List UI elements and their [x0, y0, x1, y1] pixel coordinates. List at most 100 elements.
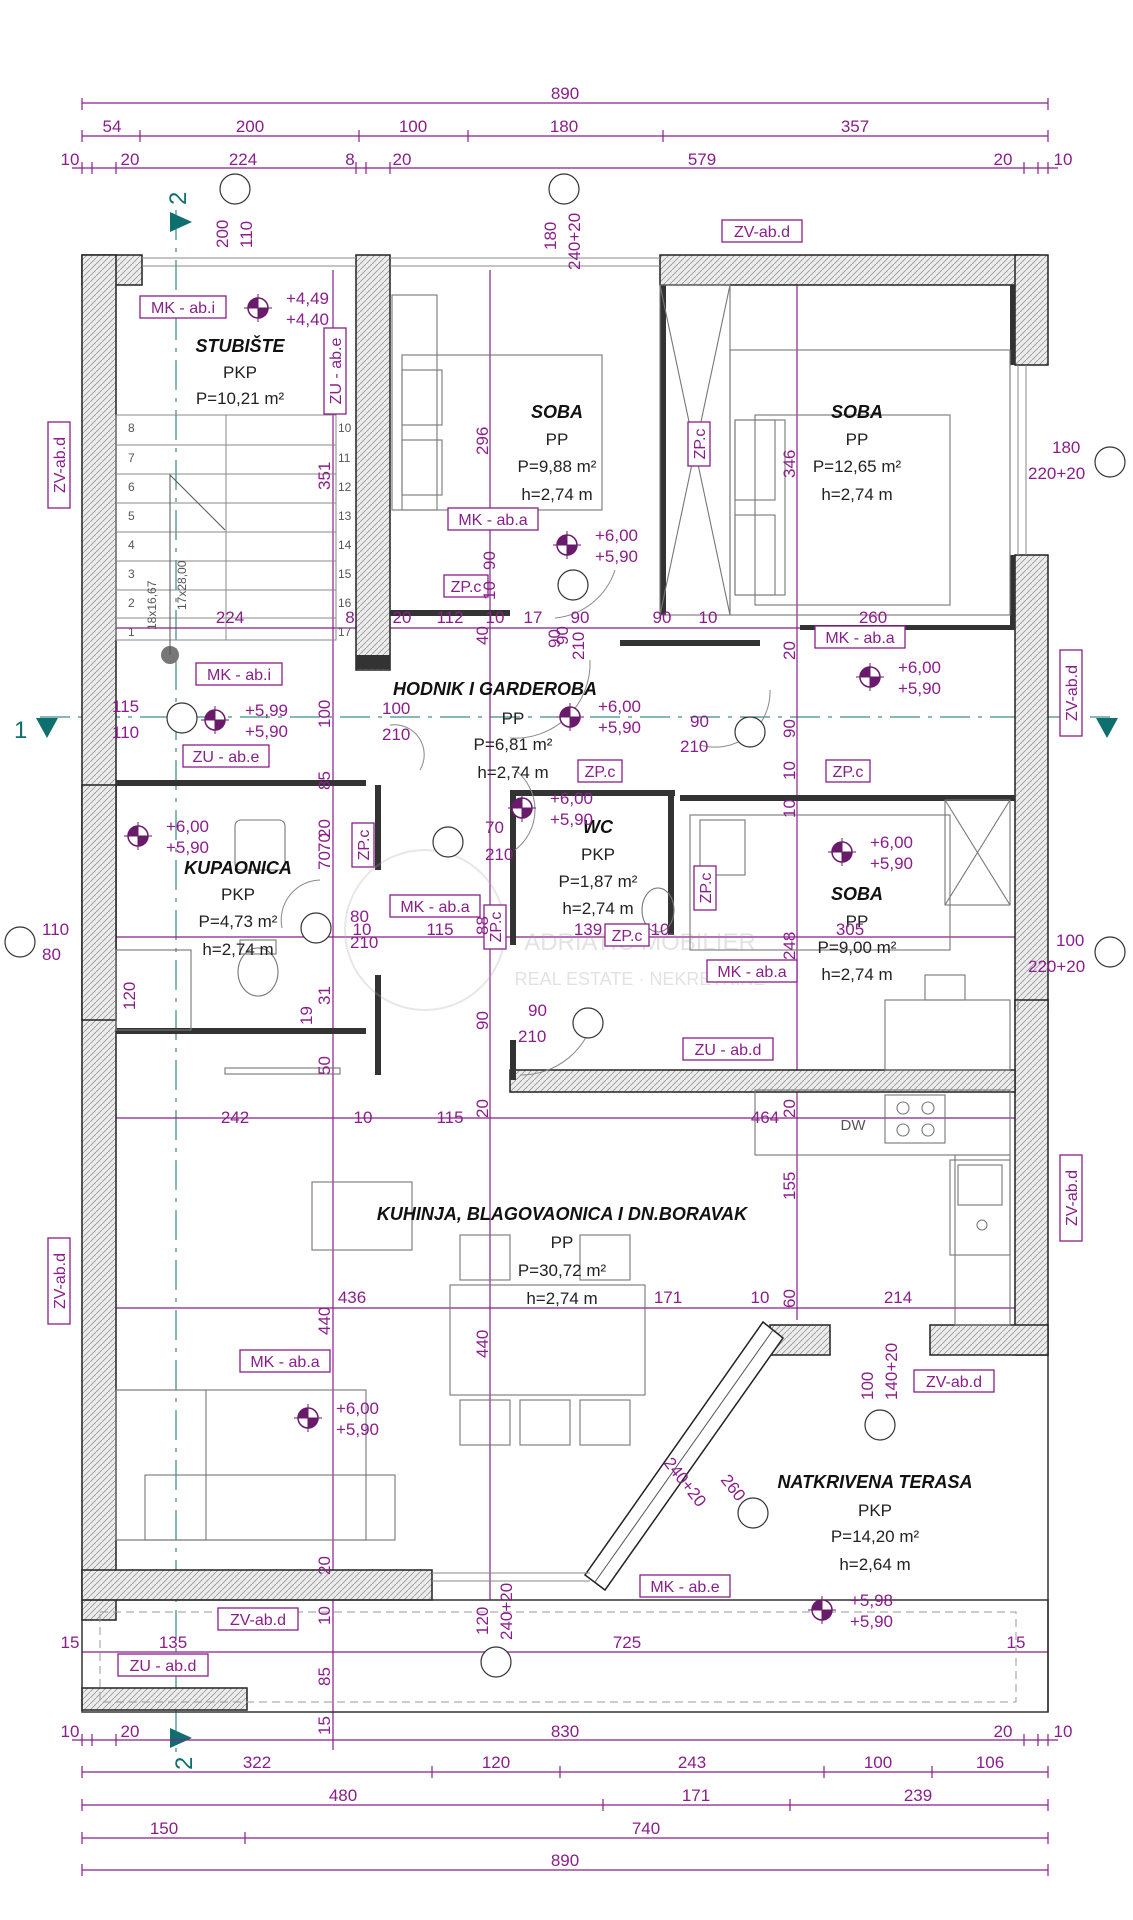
- tag-zp-c-5: ZP.c: [356, 830, 373, 861]
- level-terasa-b: +5,90: [850, 1612, 893, 1631]
- room-terasa-floor: PKP: [858, 1501, 892, 1520]
- dim-inner: 10: [751, 1288, 770, 1307]
- opening-soba3-h: 220+20: [1028, 957, 1085, 976]
- material-tags: MK - ab.i ZU - ab.e ZV-ab.d ZV-ab.d MK -…: [47, 219, 1083, 1677]
- axis-2-bottom-arrow-icon: [170, 1728, 192, 1748]
- level-marker-icon: [555, 702, 585, 732]
- opening-kupaonica-w: 110: [42, 920, 69, 939]
- opening-circle-icon: [572, 1007, 604, 1039]
- level-marker-icon: [827, 837, 857, 867]
- room-wc-floor: PKP: [581, 845, 615, 864]
- dim-bottom-120: 120: [482, 1753, 510, 1772]
- opening-kitchen-door-h: 210: [518, 1027, 546, 1046]
- stair-step-16: 16: [338, 596, 352, 610]
- room-stubiste-floor: PKP: [223, 363, 257, 382]
- axis-2-top-arrow-icon: [170, 212, 192, 232]
- dim-top-20b: 20: [393, 150, 412, 169]
- opening-soba2-h: 220+20: [1028, 464, 1085, 483]
- dim-inner: 90: [780, 719, 799, 738]
- dim-inner: 224: [216, 608, 244, 627]
- dim-inner: 115: [426, 920, 453, 939]
- opening-circle-icon: [737, 1497, 769, 1529]
- room-soba1-floor: PP: [546, 430, 569, 449]
- stair-step-17: 17: [338, 625, 352, 639]
- axis-2-top-label: 2: [165, 192, 192, 205]
- top-dimensions: 890 54 200 100 180 357 10 20 224 8 20 57…: [61, 84, 1073, 174]
- level-marker-icon: [123, 821, 153, 851]
- dim-inner: 20: [315, 1556, 334, 1575]
- stair-step-4: 4: [128, 538, 135, 552]
- stair-step-1: 1: [128, 625, 135, 639]
- stair-note-1: 18x16,67: [145, 580, 159, 630]
- room-kuhinja-floor: PP: [551, 1233, 574, 1252]
- room-soba1-area: P=9,88 m²: [518, 457, 597, 476]
- dim-inner: 20: [473, 1099, 492, 1118]
- opening-terrace-door-h: 140+20: [882, 1343, 901, 1400]
- opening-circle-icon: [548, 173, 580, 205]
- opening-circle-icon: [432, 826, 464, 858]
- opening-living-window-w: 120: [473, 1607, 492, 1635]
- opening-soba2-door-w: 90: [690, 712, 709, 731]
- dim-bottom-total: 890: [551, 1851, 579, 1870]
- room-soba1-height: h=2,74 m: [521, 485, 592, 504]
- level-marker-icon: [243, 293, 273, 323]
- dim-inner: 260: [859, 608, 887, 627]
- level-kupaonica-b: +5,90: [166, 838, 209, 857]
- opening-wc-h: 210: [485, 845, 513, 864]
- tag-mk-abi-1: MK - ab.i: [151, 300, 215, 317]
- level-stair-landing-b: +5,90: [245, 722, 288, 741]
- dim-inner: 20: [315, 819, 334, 838]
- dim-top-54: 54: [103, 117, 122, 136]
- dim-inner: 10: [780, 761, 799, 780]
- level-stubiste-b: +4,40: [286, 310, 329, 329]
- dim-inner: 100: [315, 700, 334, 728]
- dim-bottom-106: 106: [976, 1753, 1004, 1772]
- windows: [142, 257, 1027, 1582]
- tag-zv-abd-left-1: ZV-ab.d: [52, 437, 69, 493]
- dim-inner: 139: [574, 920, 602, 939]
- opening-slide-w: 260: [717, 1471, 749, 1505]
- room-kupaonica-floor: PKP: [221, 885, 255, 904]
- dim-inner: 171: [654, 1288, 682, 1307]
- watermark-line-2: REAL ESTATE · NEKRETNINE: [515, 969, 766, 989]
- inner-dimensions: 224 8 20 112 10 40 17 90 90 10 260 296 3…: [61, 427, 1026, 1735]
- level-kupaonica-a: +6,00: [166, 817, 209, 836]
- opening-soba1-door-h: 210: [569, 632, 588, 660]
- dim-top-10b: 10: [1054, 150, 1073, 169]
- dim-inner: 70: [315, 833, 334, 852]
- dim-bottom-100: 100: [864, 1753, 892, 1772]
- dim-inner: 296: [473, 427, 492, 455]
- opening-soba2-door-h: 210: [680, 737, 708, 756]
- dim-top-10a: 10: [61, 150, 80, 169]
- tag-zu-abd-1: ZU - ab.d: [695, 1042, 762, 1059]
- dim-top-224: 224: [229, 150, 257, 169]
- dim-inner: 242: [221, 1108, 249, 1127]
- room-soba2-floor: PP: [846, 430, 869, 449]
- dim-top-100: 100: [399, 117, 427, 136]
- staircase: 8 7 6 5 4 3 2 1 10 11 12 13 14 15 16 17 …: [115, 414, 352, 664]
- room-kuhinja-area: P=30,72 m²: [518, 1261, 607, 1280]
- room-soba3-name: SOBA: [831, 884, 883, 904]
- opening-hodnik-w: 100: [382, 699, 410, 718]
- dim-inner: 464: [751, 1108, 779, 1127]
- tag-mk-aba-kuhinja: MK - ab.a: [250, 1354, 319, 1371]
- stair-step-15: 15: [338, 567, 352, 581]
- room-soba3-floor: PP: [846, 912, 869, 931]
- dim-inner: 10: [480, 581, 499, 600]
- dim-bottom-20b: 20: [994, 1722, 1013, 1741]
- opening-circle-icon: [864, 1409, 896, 1441]
- level-soba1-b: +5,90: [595, 547, 638, 566]
- level-hodnik-b: +5,90: [598, 718, 641, 737]
- stair-step-5: 5: [128, 509, 135, 523]
- axis-1-left-label: 1: [14, 717, 27, 744]
- level-stair-landing-a: +5,99: [245, 701, 288, 720]
- tag-zv-abd-right-2: ZV-ab.d: [1064, 1170, 1081, 1226]
- dim-bottom-171: 171: [682, 1786, 710, 1805]
- room-kuhinja-height: h=2,74 m: [526, 1289, 597, 1308]
- dim-top-20c: 20: [994, 150, 1013, 169]
- dim-inner: 20: [393, 608, 412, 627]
- dim-inner: 10: [486, 608, 505, 627]
- level-marker-icon: [552, 530, 582, 560]
- level-soba2-a: +6,00: [898, 658, 941, 677]
